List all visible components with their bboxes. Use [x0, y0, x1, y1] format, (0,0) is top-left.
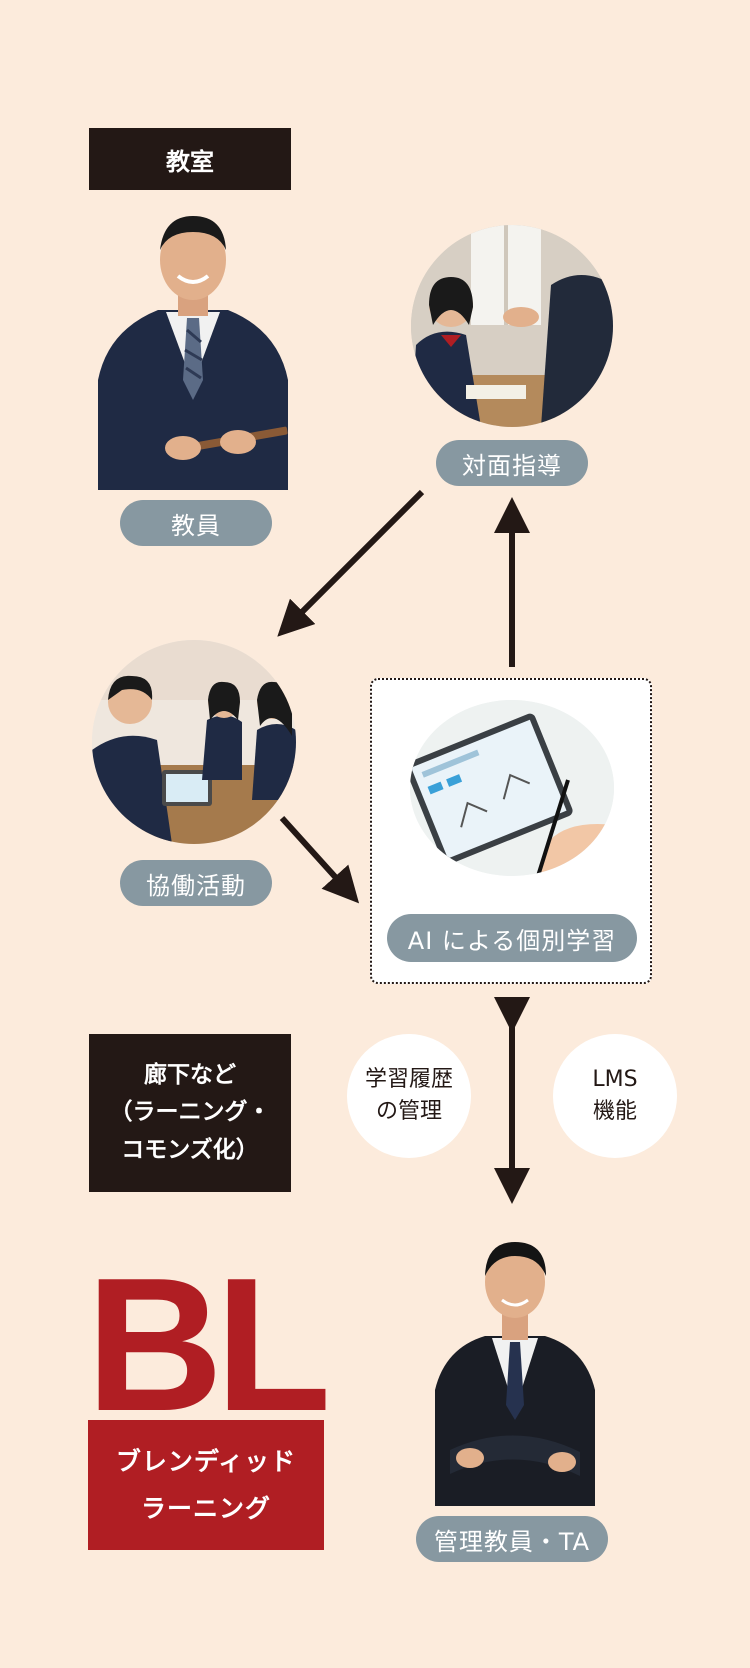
bl-subtitle-line-2: ラーニング: [140, 1494, 271, 1523]
lms-line-2: 機能: [592, 1099, 637, 1124]
teacher-photo: [88, 210, 298, 490]
lms-circle: LMS 機能: [553, 1034, 677, 1158]
hallway-line-3: コモンズ化）: [121, 1136, 259, 1163]
bl-subtitle-line-1: ブレンディッド: [115, 1446, 297, 1476]
manager-photo: [430, 1230, 600, 1506]
hallway-label: 廊下など （ラーニング・ コモンズ化）: [89, 1034, 291, 1192]
history-line-2: の管理: [375, 1099, 442, 1124]
collaboration-pill-text: 協働活動: [146, 871, 246, 900]
arrow-collab-to-ai: [279, 815, 360, 904]
ai-learning-pill-text: AI による個別学習: [407, 926, 617, 955]
bl-title: BL: [86, 1239, 331, 1451]
history-line-1: 学習履歴: [364, 1067, 453, 1093]
classroom-label-text: 教室: [166, 147, 214, 176]
teacher-pill: 教員: [120, 500, 272, 546]
hallway-line-2: （ラーニング・: [109, 1099, 271, 1126]
face-to-face-pill: 対面指導: [436, 440, 588, 486]
lms-line-1: LMS: [592, 1067, 638, 1093]
manager-pill-text: 管理教員・TA: [433, 1527, 591, 1556]
arrow-face-to-collab: [277, 489, 425, 637]
bl-subtitle-box: ブレンディッド ラーニング: [88, 1420, 324, 1550]
collaboration-pill: 協働活動: [120, 860, 272, 906]
manager-pill: 管理教員・TA: [416, 1516, 608, 1562]
ai-learning-photo: [410, 700, 614, 876]
teacher-pill-text: 教員: [171, 511, 221, 540]
classroom-label: 教室: [89, 128, 291, 190]
hallway-line-1: 廊下など: [144, 1062, 236, 1089]
history-circle: 学習履歴 の管理: [347, 1034, 471, 1158]
face-to-face-pill-text: 対面指導: [462, 451, 562, 480]
ai-learning-pill: AI による個別学習: [387, 914, 637, 962]
